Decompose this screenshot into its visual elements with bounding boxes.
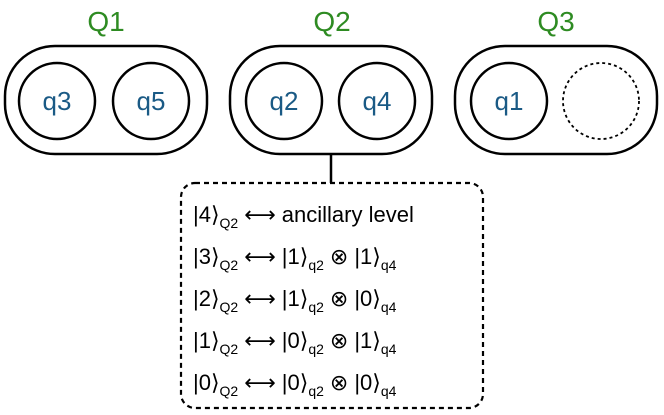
qudit-label-Q2: Q2 (313, 6, 350, 37)
qubit-subscript-q4: q4 (381, 383, 397, 399)
qudit-label-Q3: Q3 (537, 6, 574, 37)
tensor-product-symbol: ⊗ (330, 371, 348, 396)
qubit-ket-q4: |1⟩ (354, 328, 381, 353)
ket-subscript: Q2 (220, 257, 239, 273)
mapping-row-level-0: |0⟩Q2⟷|0⟩q2⊗|0⟩q4 (193, 370, 397, 399)
qudit-label-Q1: Q1 (87, 6, 124, 37)
qubit-ket-q4: |0⟩ (354, 286, 381, 311)
qubit-subscript-q4: q4 (381, 341, 397, 357)
equivalence-arrow: ⟷ (244, 203, 276, 228)
ket-level-1: |1⟩ (193, 328, 220, 353)
qubit-subscript-q2: q2 (308, 383, 324, 399)
qubit-subscript-q2: q2 (308, 341, 324, 357)
qubit-label-q4: q4 (363, 86, 392, 116)
tensor-product-symbol: ⊗ (330, 245, 348, 270)
tensor-product-symbol: ⊗ (330, 329, 348, 354)
equivalence-arrow: ⟷ (244, 245, 276, 270)
mapping-row-level-2: |2⟩Q2 ⟷|1⟩q2 ⊗|0⟩q4 (193, 286, 397, 315)
qubit-ket-q2: |0⟩ (282, 328, 309, 353)
qubit-label-q1: q1 (495, 86, 524, 116)
mapping-row-level-1: |1⟩Q2⟷|0⟩q2⊗|1⟩q4 (193, 328, 397, 357)
ket-level-3: |3⟩ (193, 244, 220, 269)
equivalence-arrow: ⟷ (244, 287, 276, 312)
qubit-ket-q4: |0⟩ (354, 370, 381, 395)
qubit-ket-q2: |1⟩ (282, 286, 309, 311)
qudit-Q2: Q2 q2 q4 (228, 6, 434, 156)
level-mapping-box: |4⟩Q2⟷ancillary level |3⟩Q2⟷|1⟩q2⊗|1⟩q4 … (179, 181, 485, 410)
qubit-subscript-q4: q4 (381, 257, 397, 273)
qubit-circle-q4 (337, 61, 417, 141)
qudit-Q3: Q3 q1 (453, 6, 659, 156)
qubit-label-q5: q5 (137, 86, 166, 116)
qudit-container-Q1 (3, 44, 209, 156)
qubit-circle-q1 (469, 61, 549, 141)
qubit-ket-q2: |1⟩ (282, 244, 309, 269)
ket-subscript: Q2 (220, 383, 239, 399)
equivalence-arrow: ⟷ (244, 329, 276, 354)
ket-subscript: Q2 (220, 215, 239, 231)
qudit-container-Q3 (453, 44, 659, 156)
mapping-row-level-3: |3⟩Q2⟷|1⟩q2⊗|1⟩q4 (193, 244, 397, 273)
mapping-box-outline (179, 181, 485, 410)
qubit-circle-q3 (17, 61, 97, 141)
qubit-ket-q4: |1⟩ (354, 244, 381, 269)
equivalence-arrow: ⟷ (244, 371, 276, 396)
qubit-circle-q5 (111, 61, 191, 141)
qubit-subscript-q4: q4 (381, 299, 397, 315)
ket-subscript: Q2 (220, 299, 239, 315)
tensor-product-symbol: ⊗ (330, 287, 348, 312)
ket-level-4: |4⟩ (193, 202, 220, 227)
qudit-container-Q2 (228, 44, 434, 156)
qudit-Q1: Q1 q3 q5 (3, 6, 209, 156)
ancillary-level-text: ancillary level (282, 202, 414, 227)
ket-subscript: Q2 (220, 341, 239, 357)
ket-level-0: |0⟩ (193, 370, 220, 395)
qubit-subscript-q2: q2 (308, 299, 324, 315)
qubit-ket-q2: |0⟩ (282, 370, 309, 395)
qubit-label-q3: q3 (43, 86, 72, 116)
qubit-circle-q2 (244, 61, 324, 141)
qubit-subscript-q2: q2 (308, 257, 324, 273)
ket-level-2: |2⟩ (193, 286, 220, 311)
mapping-row-level-4: |4⟩Q2 ⟷ancillary level (193, 202, 414, 231)
qubit-label-q2: q2 (270, 86, 299, 116)
empty-qubit-slot (562, 62, 640, 140)
